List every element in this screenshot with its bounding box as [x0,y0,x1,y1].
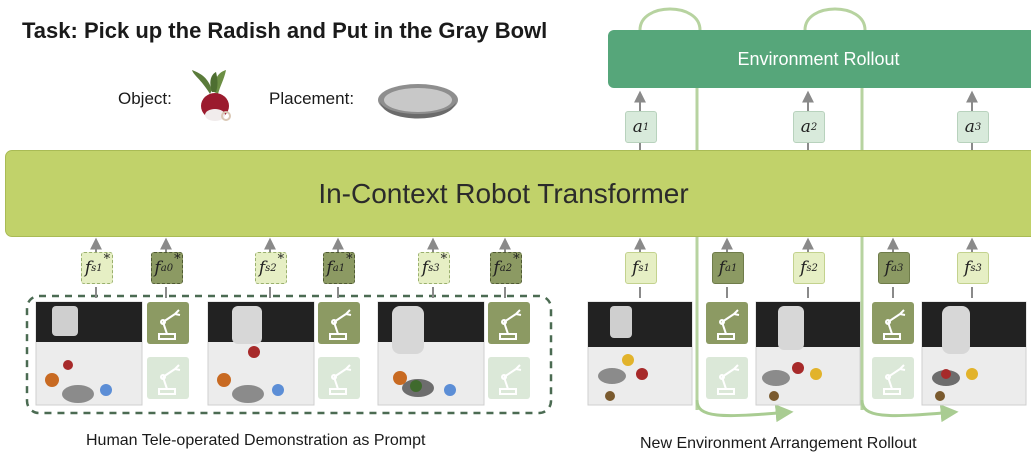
token-sup: 1 [96,262,103,274]
caption-rollout: New Environment Arrangement Rollout [640,435,917,452]
token-sub: a [724,262,731,274]
token-star: * [513,251,520,267]
token-base: f [326,258,333,278]
token-base: f [632,258,639,278]
demo-photo-2 [207,301,315,406]
rollout-photo-2 [755,301,861,406]
token-star: * [346,251,353,267]
token-base: f [884,258,891,278]
demo-photo-3 [377,301,485,406]
token-star: * [103,251,111,267]
token-base: f [421,258,429,278]
object-label: Object: [118,89,172,108]
token-sub: s [638,262,644,274]
token-sup: 3 [975,262,982,274]
robot-arm-icon [318,302,360,344]
loop-arrow-2 [803,7,867,31]
robot-arm-icon [488,357,530,399]
robot-arm-icon [872,302,914,344]
token-sub: a [499,262,506,274]
token-base: f [258,258,266,278]
token-sub: 2 [810,121,818,133]
token-base: f [154,258,161,278]
token-sup: 3 [896,262,904,274]
robot-arm-icon [706,357,748,399]
token-base: f [493,258,500,278]
loop-arrow-1 [638,7,702,31]
in-context-robot-transformer-block: In-Context Robot Transformer [5,150,1031,237]
robot-arm-icon [147,302,189,344]
demo-photo-1 [35,301,143,406]
transformer-label: In-Context Robot Transformer [318,177,689,209]
token-sub: s [428,262,434,274]
token-base: a [964,117,975,137]
radish-icon [192,70,231,121]
token-sub: s [806,262,812,274]
token-base: a [632,117,643,137]
token-sub: s [265,262,271,274]
token-base: f [84,258,92,278]
token-base: f [800,258,807,278]
gray-bowl-icon [378,84,458,119]
rollout-photo-1 [587,301,693,406]
robot-arm-icon [318,357,360,399]
token-sub: 1 [642,121,650,133]
placement-label: Placement: [269,89,355,108]
robot-arm-icon [147,357,189,399]
token-sup: 0 [166,262,174,274]
token-sup: 2 [811,262,818,274]
robot-arm-icon [706,302,748,344]
token-sup: 1 [338,262,346,274]
token-sub: a [160,262,167,274]
task-title: Task: Pick up the Radish and Put in the … [22,18,548,43]
token-star: * [174,251,181,267]
environment-rollout-label: Environment Rollout [737,48,900,69]
rollout-photo-3 [921,301,1027,406]
token-sub: s [91,262,97,274]
caption-demonstration: Human Tele-operated Demonstration as Pro… [86,432,426,449]
token-base: f [964,258,971,278]
environment-rollout-block: Environment Rollout [608,30,1031,88]
token-base: a [800,117,811,137]
token-sub: a [890,262,897,274]
token-star: * [440,251,448,267]
token-sub: a [332,262,339,274]
robot-arm-icon [488,302,530,344]
token-sub: s [970,262,976,274]
token-sup: 1 [730,262,738,274]
token-sup: 2 [270,262,277,274]
token-sup: 2 [505,262,513,274]
robot-arm-icon [872,357,914,399]
token-sup: 1 [643,262,650,274]
demo-dashed-box [25,294,553,415]
token-sub: 3 [974,121,982,133]
token-sup: 3 [433,262,440,274]
token-star: * [277,251,285,267]
token-base: f [718,258,725,278]
